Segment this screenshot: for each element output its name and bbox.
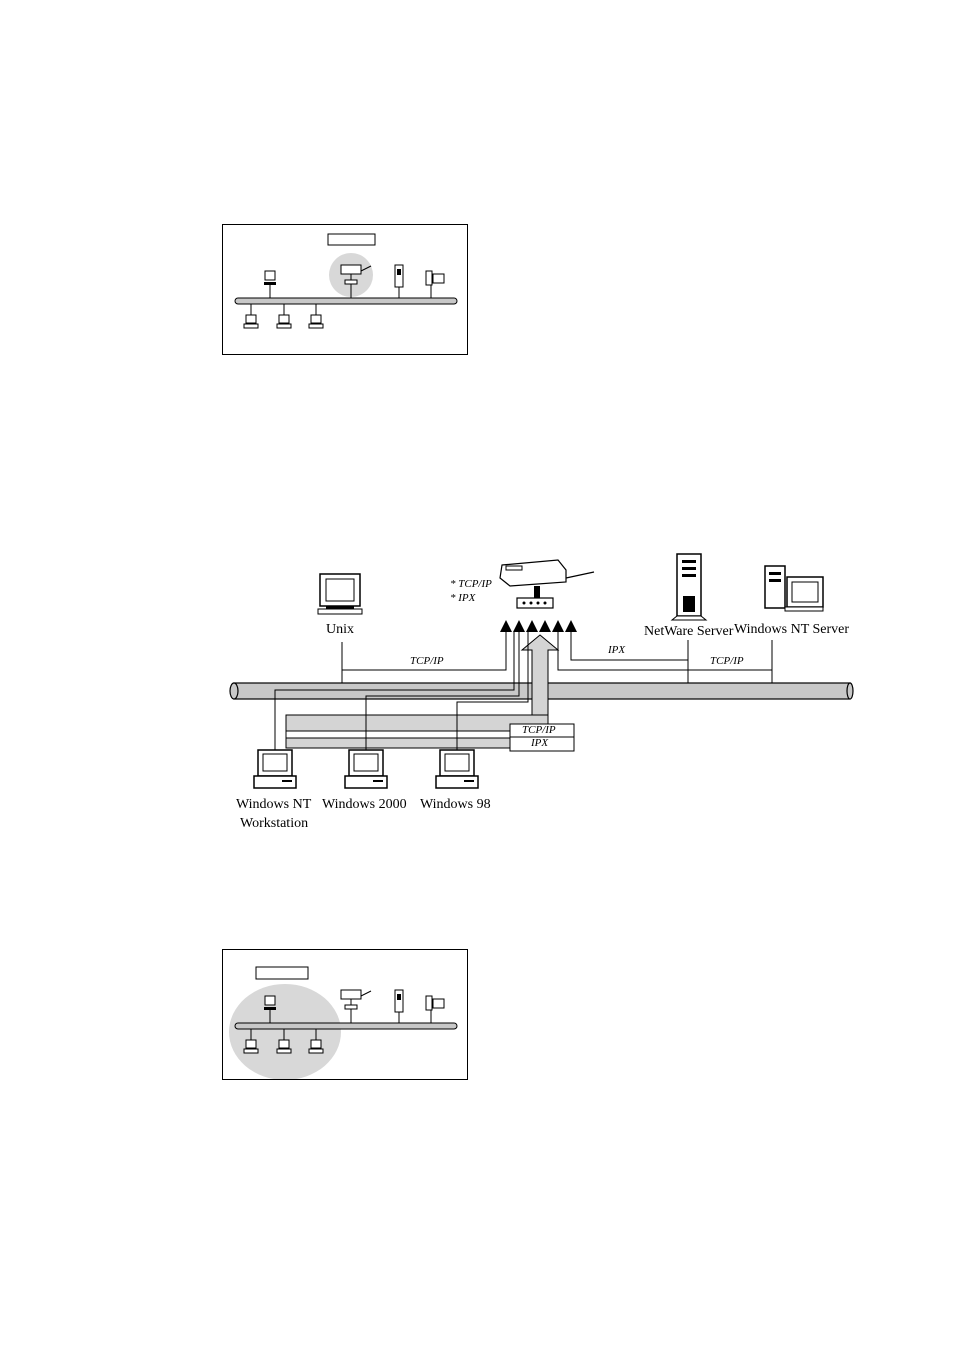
windows-98-icon [436, 750, 478, 788]
netware-link-label: IPX [608, 644, 625, 656]
windows-98-label: Windows 98 [420, 797, 491, 813]
nt-server-icon [765, 566, 823, 611]
client-icons [244, 304, 323, 328]
thumbnail-title-box [328, 234, 375, 245]
netware-server-label: NetWare Server [644, 624, 733, 640]
workstation-icon [426, 271, 444, 285]
server-icon [395, 265, 403, 287]
thumbnail-network-printer-highlight [222, 224, 468, 355]
client-protocol-tcpip: TCP/IP [522, 724, 556, 736]
nt-workstation-label-line1: Windows NT [236, 797, 311, 813]
printer-protocol-ipx: * IPX [450, 592, 475, 604]
unix-computer-icon [318, 574, 362, 614]
protocol-arrows [500, 620, 577, 632]
thumbnail-2-svg [223, 950, 467, 1079]
workstation-icon [426, 996, 444, 1010]
server-icon [395, 990, 403, 1012]
windows-2000-label: Windows 2000 [322, 797, 407, 813]
nt-workstation-label-line2: Workstation [240, 816, 308, 832]
unix-label: Unix [326, 622, 354, 638]
network-cable [235, 1023, 457, 1029]
computer-icon [264, 996, 276, 1010]
main-network-diagram: * TCP/IP * IPX Unix NetWare Server Windo… [222, 540, 854, 836]
unix-link-label: TCP/IP [410, 655, 444, 667]
network-printer-icon [500, 560, 594, 608]
network-cable [235, 298, 457, 304]
nt-server-label: Windows NT Server [734, 622, 849, 638]
thumbnail-title-box [256, 967, 308, 979]
nt-server-link-label: TCP/IP [710, 655, 744, 667]
computer-icon [264, 271, 276, 285]
thumbnail-1-svg [223, 225, 467, 354]
thumbnail-network-clients-highlight [222, 949, 468, 1080]
client-protocol-ipx: IPX [531, 737, 548, 749]
printer-protocol-tcpip: * TCP/IP [450, 578, 492, 590]
netware-server-icon [672, 554, 706, 620]
printer-icon [341, 990, 371, 1009]
main-diagram-svg [222, 540, 854, 836]
highlight-ellipse [229, 984, 341, 1079]
nt-workstation-icon [254, 750, 296, 788]
windows-2000-icon [345, 750, 387, 788]
